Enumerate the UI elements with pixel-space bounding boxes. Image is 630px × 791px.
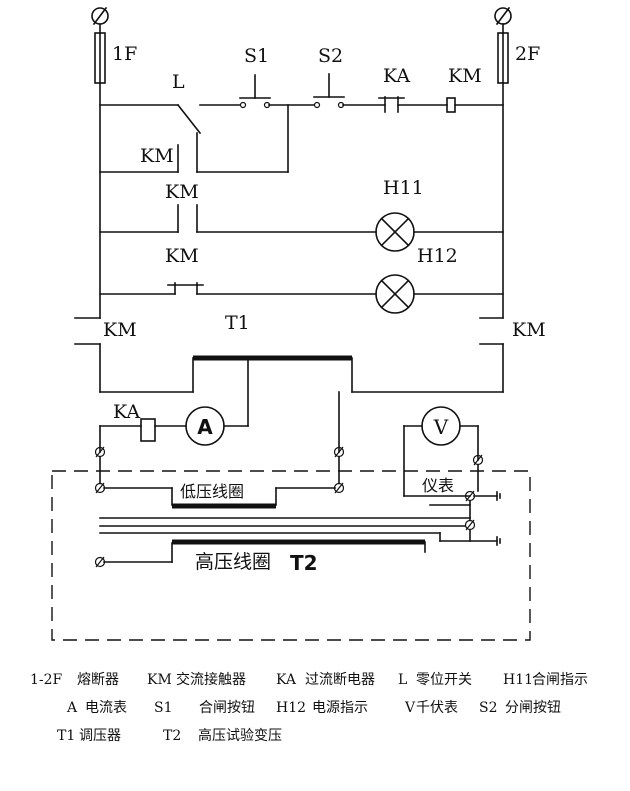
legend: 1-2F 熔断器 KM 交流接触器 KA 过流断电器 L 零位开关 H11 合闸… xyxy=(30,671,588,744)
legend-code: KA xyxy=(276,672,297,688)
km-main-contact-right xyxy=(479,317,504,345)
legend-desc: 调压器 xyxy=(79,728,121,744)
instrument-lead xyxy=(429,491,501,542)
label-km-top: KM xyxy=(448,65,482,87)
legend-desc: 零位开关 xyxy=(416,672,472,688)
legend-desc: 高压试验变压 xyxy=(198,727,282,744)
legend-code: A xyxy=(66,700,78,716)
legend-code: S2 xyxy=(479,700,498,716)
legend-code: L xyxy=(398,672,407,688)
ka-coil xyxy=(99,418,187,453)
label-ka-top: KA xyxy=(383,65,410,87)
label-2f: 2F xyxy=(515,43,540,65)
label-t1: T1 xyxy=(225,312,250,334)
terminal-l2 xyxy=(94,482,106,494)
test-box xyxy=(51,470,531,641)
high-voltage-coil xyxy=(103,539,426,563)
legend-desc: 过流断电器 xyxy=(305,672,375,688)
control-row-1 xyxy=(99,73,504,173)
km-coil xyxy=(446,97,456,113)
regulator-t1 xyxy=(99,343,504,453)
legend-code: 1-2F xyxy=(30,672,63,688)
legend-code: H11 xyxy=(503,672,533,688)
label-1f: 1F xyxy=(112,43,137,65)
t2-label: T2 xyxy=(290,551,318,575)
lamp-h11 xyxy=(375,212,415,252)
legend-desc: 交流接触器 xyxy=(176,671,246,688)
legend-code: T2 xyxy=(163,728,181,744)
terminal-v3 xyxy=(464,519,476,531)
legend-desc: 合闸按钮 xyxy=(199,700,255,716)
label-ka-low: KA xyxy=(113,401,140,423)
h11-branch xyxy=(99,204,504,252)
h12-branch xyxy=(99,274,504,314)
ammeter-label: A xyxy=(197,415,213,439)
label-km-right: KM xyxy=(512,319,546,341)
terminal-hv xyxy=(94,556,106,568)
lamp-h12 xyxy=(375,274,415,314)
label-km-h11: KM xyxy=(165,181,199,203)
fuse-1f xyxy=(94,32,106,84)
legend-desc: 熔断器 xyxy=(77,672,119,688)
label-km-holding: KM xyxy=(140,145,174,167)
winding-lines xyxy=(99,517,501,546)
label-l: L xyxy=(172,71,185,93)
legend-desc: 合闸指示 xyxy=(532,672,588,688)
legend-code: S1 xyxy=(154,700,173,716)
legend-code: T1 xyxy=(57,728,75,744)
instrument-label: 仪表 xyxy=(422,476,454,495)
zero-switch-l xyxy=(176,103,202,135)
legend-desc: 电流表 xyxy=(85,700,127,716)
voltmeter-label: V xyxy=(433,415,449,439)
label-s1: S1 xyxy=(244,45,269,67)
low-coil-label: 低压线圈 xyxy=(180,482,244,501)
pushbutton-s1 xyxy=(239,74,271,109)
legend-desc: 分闸按钮 xyxy=(505,700,561,716)
legend-code: H12 xyxy=(276,700,306,716)
terminal-r2 xyxy=(333,482,345,494)
label-s2: S2 xyxy=(318,45,343,67)
low-voltage-coil xyxy=(103,487,336,509)
label-km-h12: KM xyxy=(165,245,199,267)
label-h12: H12 xyxy=(417,245,458,267)
voltmeter xyxy=(403,406,479,497)
label-km-left: KM xyxy=(103,319,137,341)
high-coil-label: 高压线圈 xyxy=(195,551,271,573)
legend-desc: 千伏表 xyxy=(416,700,458,716)
ammeter xyxy=(185,406,249,446)
pushbutton-s2 xyxy=(313,73,345,109)
legend-desc: 电源指示 xyxy=(312,700,368,716)
left-supply-terminal xyxy=(91,6,109,26)
km-main-contact-left xyxy=(74,317,101,345)
label-h11: H11 xyxy=(383,177,424,199)
legend-code: KM xyxy=(147,672,172,688)
km-holding-branch xyxy=(99,104,289,173)
right-supply-terminal xyxy=(494,6,512,26)
fuse-2f xyxy=(497,32,509,84)
legend-code: V xyxy=(404,700,416,716)
